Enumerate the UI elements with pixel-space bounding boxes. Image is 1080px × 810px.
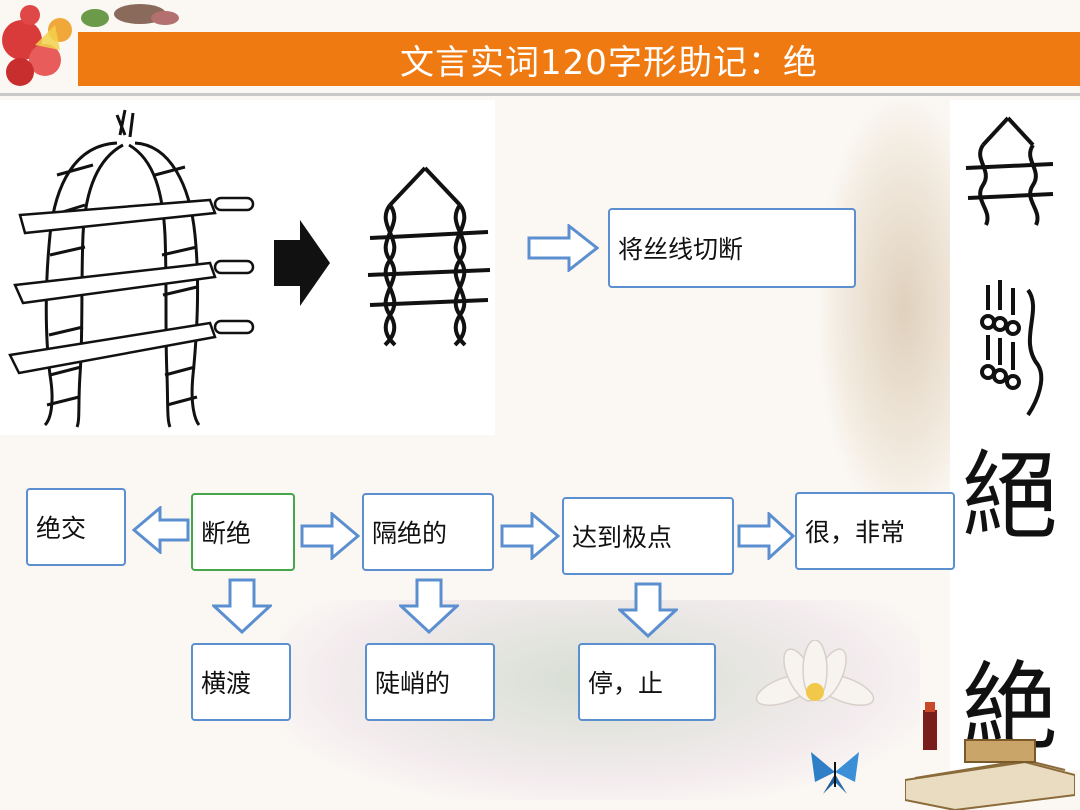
small-seal-glyph: 絕 (962, 440, 1058, 552)
arrow-down-icon (399, 578, 459, 634)
glyph-evolution-icon (965, 116, 1054, 417)
meaning-label: 将丝线切断 (618, 235, 744, 264)
meaning-label: 达到极点 (572, 523, 673, 552)
black-arrow-icon (274, 220, 330, 306)
arrow-right-icon (737, 512, 795, 560)
meaning-box-jiaojiao: 绝交 (26, 488, 126, 566)
lotus-flower-icon (755, 640, 875, 706)
title-bar: 文言实词120字形助记：绝 (78, 32, 1080, 86)
arrow-left-icon (132, 506, 190, 554)
meaning-box-hengdu: 横渡 (191, 643, 291, 721)
oracle-glyph-drawing (367, 166, 491, 347)
meaning-box-gejue: 隔绝的 (362, 493, 494, 571)
braids-knives-illustration (8, 109, 255, 428)
arrow-down-icon (212, 578, 272, 634)
meaning-label: 陡峭的 (375, 669, 451, 698)
meaning-label: 隔绝的 (372, 519, 448, 548)
page-title: 文言实词120字形助记：绝 (400, 42, 818, 83)
meaning-box-hen: 很，非常 (795, 492, 955, 570)
meaning-label: 横渡 (201, 669, 252, 698)
background-mountain (820, 100, 960, 520)
meaning-box-doujiao: 陡峭的 (365, 643, 495, 721)
butterfly-icon (811, 752, 859, 794)
meaning-label: 停，止 (588, 669, 664, 698)
books-inkstone-icon (905, 702, 1075, 810)
arrow-right-icon (527, 224, 599, 272)
corner-flower-decoration (2, 4, 179, 86)
meaning-box-ting: 停，止 (578, 643, 716, 721)
meaning-box-duanjue: 断绝 (191, 493, 295, 571)
meaning-label: 很，非常 (805, 518, 906, 547)
arrow-right-icon (300, 512, 360, 560)
meaning-box-dadao: 达到极点 (562, 497, 734, 575)
divider-line (0, 93, 1080, 96)
meaning-label: 绝交 (36, 514, 87, 543)
arrow-down-icon (618, 582, 678, 638)
glyph-panel (950, 100, 1080, 770)
arrow-right-icon (500, 512, 560, 560)
meaning-label: 断绝 (201, 519, 252, 548)
meaning-box-cut-silk: 将丝线切断 (608, 208, 856, 288)
